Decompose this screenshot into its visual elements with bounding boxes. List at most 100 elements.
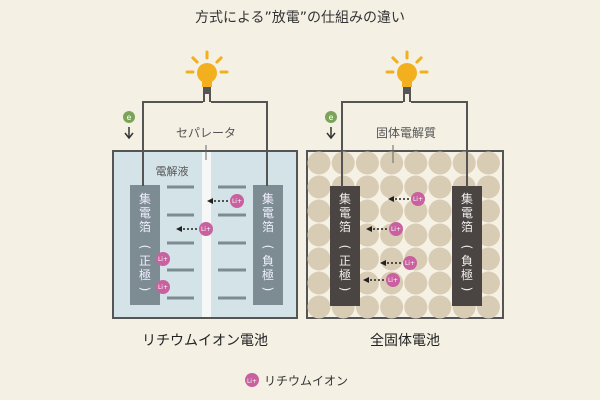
arrowhead-icon bbox=[363, 277, 369, 283]
electron-label: e bbox=[127, 113, 132, 122]
legend-label: リチウムイオン bbox=[264, 374, 348, 388]
collector-label-char: 極 bbox=[139, 267, 151, 282]
negative-collector bbox=[253, 185, 283, 305]
arrowhead-icon bbox=[388, 196, 394, 202]
solid-state-battery: 固体電解質 集電箔(正極) 集電箔(負極) Li+Li+Li+Li+ 全固体電池 bbox=[306, 101, 504, 349]
collector-label-char: ) bbox=[138, 287, 152, 292]
collector-label-char: 極 bbox=[461, 267, 473, 282]
collector-label-char: 箔 bbox=[461, 219, 473, 234]
electrolyte-particle bbox=[452, 151, 476, 175]
electrolyte-particle bbox=[428, 151, 452, 175]
electrolyte-particle bbox=[476, 151, 500, 175]
lithium-ion bbox=[156, 280, 170, 294]
electrolyte-particle bbox=[428, 223, 452, 247]
electron-icon bbox=[123, 111, 135, 123]
collector-label-char: ( bbox=[138, 245, 152, 250]
collector-label-char: 負 bbox=[262, 254, 274, 268]
arrowhead-icon bbox=[380, 260, 386, 266]
electrolyte-particle bbox=[331, 151, 355, 175]
lithium-ion-battery: セパレータ 電解液 集電箔(正極) 集電箔(負極) Li+Li+Li+Li+ リ… bbox=[112, 101, 298, 349]
light-bulb-icon bbox=[385, 50, 429, 102]
electrolyte-particle bbox=[476, 247, 500, 271]
electrolyte-particle bbox=[404, 295, 428, 319]
collector-label-char: 極 bbox=[262, 267, 274, 282]
electrolyte-particle bbox=[404, 271, 428, 295]
electrode-plates bbox=[167, 185, 246, 300]
electrolyte-particle bbox=[380, 175, 404, 199]
electrolyte-particle bbox=[404, 223, 428, 247]
electrolyte-particle bbox=[428, 247, 452, 271]
collector-label-char: 集 bbox=[339, 191, 351, 206]
electrolyte-particle bbox=[307, 295, 331, 319]
electrolyte-particle bbox=[428, 175, 452, 199]
collector-label-char: ( bbox=[261, 245, 275, 250]
arrowhead-icon bbox=[176, 226, 182, 232]
collector-label-char: 集 bbox=[262, 191, 274, 206]
electrolyte-particle bbox=[380, 199, 404, 223]
ion-text: Li+ bbox=[413, 196, 423, 203]
electrolyte-particle bbox=[355, 247, 379, 271]
collector-label-char: 負 bbox=[461, 254, 473, 268]
collector-label-char: ( bbox=[460, 245, 474, 250]
electrolyte-particle bbox=[307, 223, 331, 247]
collector-label-char: ) bbox=[338, 287, 352, 292]
electrolyte-particle bbox=[476, 295, 500, 319]
electrolyte-particle bbox=[476, 199, 500, 223]
lithium-ion bbox=[389, 222, 403, 236]
electrolyte-particle bbox=[476, 271, 500, 295]
collector-label-char: 電 bbox=[139, 206, 151, 220]
wire-left bbox=[142, 101, 203, 186]
collector-label-char: 箔 bbox=[339, 219, 351, 234]
lithium-ion bbox=[230, 194, 244, 208]
electrolyte-label: 電解液 bbox=[156, 164, 189, 178]
electrolyte-particle bbox=[355, 271, 379, 295]
electron-flow-indicator: e bbox=[123, 111, 135, 140]
lithium-ion bbox=[386, 273, 400, 287]
collector-label-char: 極 bbox=[339, 267, 351, 282]
ion-text: Li+ bbox=[388, 277, 398, 284]
collector-label-char: 箔 bbox=[139, 219, 151, 234]
electrolyte-particle bbox=[404, 151, 428, 175]
electrolyte-particle bbox=[307, 151, 331, 175]
collector-label-char: ( bbox=[338, 245, 352, 250]
electrolyte-particle bbox=[476, 175, 500, 199]
collector-label-char: 正 bbox=[139, 254, 151, 268]
lithium-ion bbox=[403, 256, 417, 270]
electrolyte-particle bbox=[307, 247, 331, 271]
lithium-ion bbox=[156, 252, 170, 266]
wire-left bbox=[341, 101, 403, 187]
electrolyte-particle bbox=[355, 295, 379, 319]
lithium-ion bbox=[411, 192, 425, 206]
electrolyte-particle bbox=[428, 271, 452, 295]
ion-text: Li+ bbox=[232, 198, 242, 205]
electrolyte-particle bbox=[428, 199, 452, 223]
negative-collector-label: 集電箔(負極) bbox=[261, 191, 275, 291]
collector-label-char: 電 bbox=[339, 206, 351, 220]
electrolyte-particle bbox=[476, 223, 500, 247]
electron-icon bbox=[325, 111, 337, 123]
positive-collector bbox=[330, 186, 360, 306]
light-bulb-icon bbox=[185, 50, 229, 102]
electrolyte-particle bbox=[355, 175, 379, 199]
diagram-title: 方式による”放電”の仕組みの違い bbox=[195, 10, 405, 26]
positive-collector bbox=[130, 185, 160, 305]
ion-text: Li+ bbox=[391, 226, 401, 233]
collector-label-char: 箔 bbox=[262, 219, 274, 234]
electrolyte-particle bbox=[404, 199, 428, 223]
wire-right bbox=[411, 101, 468, 187]
negative-collector bbox=[452, 186, 482, 306]
collector-label-char: ) bbox=[460, 287, 474, 292]
battery-name: 全固体電池 bbox=[370, 332, 440, 349]
positive-collector-label: 集電箔(正極) bbox=[338, 191, 352, 291]
solid-electrolyte-label: 固体電解質 bbox=[376, 125, 436, 140]
electron-label: e bbox=[329, 113, 334, 122]
negative-collector-label: 集電箔(負極) bbox=[460, 191, 474, 291]
electrolyte-particle bbox=[428, 295, 452, 319]
lithium-ion bbox=[199, 222, 213, 236]
wire-right bbox=[211, 101, 268, 186]
electrolyte-particle bbox=[380, 151, 404, 175]
ion-text: Li+ bbox=[158, 284, 168, 291]
legend-ion-text: Li+ bbox=[247, 378, 257, 385]
ion-text: Li+ bbox=[405, 260, 415, 267]
electrolyte-particle bbox=[307, 199, 331, 223]
